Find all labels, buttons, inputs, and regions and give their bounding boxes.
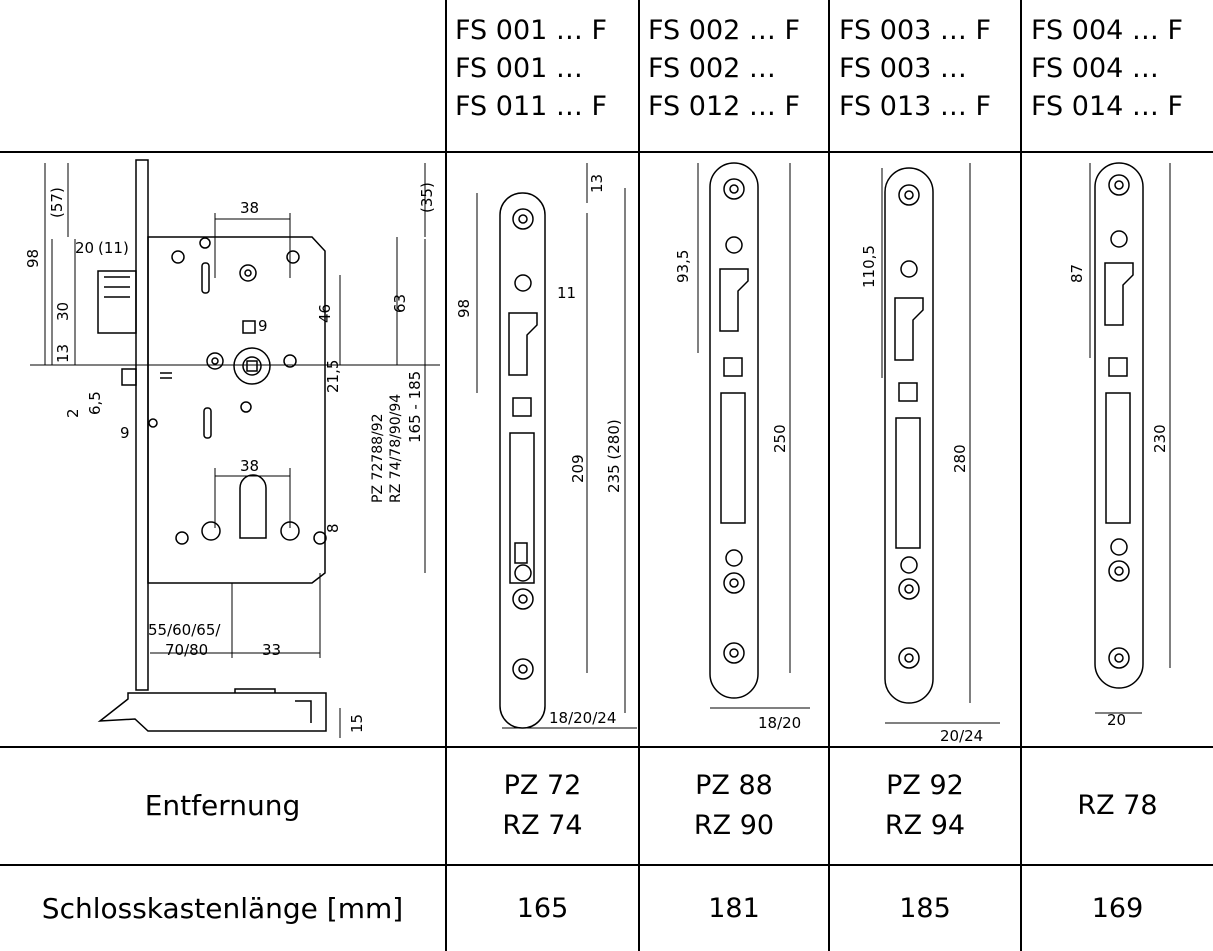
header-col-2: FS 002 … F FS 002 … FS 012 … F bbox=[648, 12, 828, 126]
header-line: FS 002 … bbox=[648, 53, 776, 84]
dim-from-top: 110,5 bbox=[860, 245, 878, 288]
dim-inner: 209 bbox=[569, 454, 587, 483]
header-line: FS 002 … F bbox=[648, 15, 801, 46]
dim-55: 55/60/65/ bbox=[148, 621, 221, 639]
entfernung-value: RZ 90 bbox=[693, 810, 775, 841]
laenge-col-3: 185 bbox=[899, 892, 951, 924]
strike-plate-drawing-4: 87 230 20 bbox=[1068, 162, 1171, 729]
header-col-1: FS 001 … F FS 001 … FS 011 … F bbox=[455, 12, 635, 126]
strike-plate-outline bbox=[884, 167, 934, 704]
entfernung-col-2: PZ 88 RZ 90 bbox=[640, 748, 828, 864]
header-line: FS 012 … F bbox=[648, 91, 801, 122]
dim-21-5: 21,5 bbox=[324, 360, 342, 393]
dim-from-top: 93,5 bbox=[674, 250, 692, 283]
header-line: FS 011 … F bbox=[455, 91, 608, 122]
dim-width: 18/20/24 bbox=[549, 709, 616, 727]
dim-top: 13 bbox=[588, 174, 606, 193]
header-col-3: FS 003 … F FS 003 … FS 013 … F bbox=[839, 12, 1019, 126]
dim-6-5: 6,5 bbox=[86, 391, 104, 415]
dim-square-9: 9 bbox=[258, 317, 268, 335]
dim-from-top: 98 bbox=[455, 299, 473, 318]
entfernung-col-4: RZ 78 bbox=[1022, 748, 1213, 864]
grid-hline-header bbox=[0, 151, 1213, 153]
grid-vline-2 bbox=[638, 0, 640, 951]
dim-38-top: 38 bbox=[240, 199, 259, 217]
laenge-col-4: 169 bbox=[1091, 892, 1144, 924]
lock-case-drawing: 98 (57) 20 (11) 30 13 2 6,5 9 38 9 46 21… bbox=[24, 159, 440, 738]
header-line: FS 003 … bbox=[839, 53, 967, 84]
dim-width: 20/24 bbox=[940, 727, 983, 745]
grid-vline-3 bbox=[828, 0, 830, 951]
dim-70: 70/80 bbox=[165, 641, 208, 659]
dim-pz: PZ 72788/92 bbox=[370, 413, 386, 503]
header-line: FS 004 … bbox=[1031, 53, 1159, 84]
dim-33: 33 bbox=[262, 641, 281, 659]
dim-side: 11 bbox=[557, 284, 576, 302]
dim-width: 18/20 bbox=[758, 714, 801, 732]
strike-plate-outline bbox=[709, 162, 759, 699]
dim-20: 20 bbox=[75, 239, 94, 257]
grid-vline-1 bbox=[445, 0, 447, 951]
entfernung-col-1: PZ 72 RZ 74 bbox=[447, 748, 638, 864]
entfernung-label: Entfernung bbox=[144, 789, 301, 822]
dim-35: (35) bbox=[418, 182, 436, 213]
dim-13: 13 bbox=[54, 344, 72, 363]
header-line: FS 014 … F bbox=[1031, 91, 1184, 122]
dim-rz: RZ 74/78/90/94 bbox=[388, 394, 404, 503]
strike-plate-drawing-1: 13 98 11 209 235 (280) 18/20/24 bbox=[455, 163, 637, 729]
header-line: FS 003 … F bbox=[839, 15, 992, 46]
dim-total: 230 bbox=[1151, 424, 1169, 453]
dim-total: 235 (280) bbox=[605, 419, 623, 493]
entfernung-value: PZ 92 bbox=[886, 770, 964, 801]
header-line: FS 001 … F bbox=[455, 15, 608, 46]
dim-15: 15 bbox=[348, 714, 366, 733]
laenge-label: Schlosskastenlänge [mm] bbox=[41, 891, 404, 925]
dim-8: 8 bbox=[324, 523, 342, 533]
lock-faceplate bbox=[135, 159, 149, 691]
header-line: FS 004 … F bbox=[1031, 15, 1184, 46]
dim-width: 20 bbox=[1107, 711, 1126, 729]
dim-165-185: 165 - 185 bbox=[406, 371, 424, 443]
grid-vline-4 bbox=[1020, 0, 1022, 951]
laenge-col-2: 181 bbox=[708, 892, 760, 924]
dim-57: (57) bbox=[48, 187, 66, 218]
dim-98: 98 bbox=[24, 249, 42, 268]
strike-plate-outline bbox=[499, 192, 546, 729]
dim-2: 2 bbox=[64, 408, 82, 418]
header-col-4: FS 004 … F FS 004 … FS 014 … F bbox=[1031, 12, 1211, 126]
dim-total: 250 bbox=[771, 424, 789, 453]
entfernung-value: PZ 88 bbox=[695, 770, 773, 801]
entfernung-col-3: PZ 92 RZ 94 bbox=[830, 748, 1020, 864]
header-line: FS 001 … bbox=[455, 53, 583, 84]
strike-plate-drawing-3: 110,5 280 20/24 bbox=[860, 163, 1000, 745]
entfernung-value: RZ 74 bbox=[502, 810, 583, 841]
dim-11: (11) bbox=[98, 239, 129, 257]
dim-46: 46 bbox=[316, 304, 334, 323]
dim-9: 9 bbox=[120, 424, 130, 442]
strike-plate-outline bbox=[1094, 162, 1144, 689]
grid-hline-drawings bbox=[0, 746, 1213, 748]
grid-hline-entfernung bbox=[0, 864, 1213, 866]
entfernung-value: PZ 72 bbox=[503, 770, 582, 801]
dim-30: 30 bbox=[54, 302, 72, 321]
dim-from-top: 87 bbox=[1068, 264, 1086, 283]
dim-63: 63 bbox=[391, 294, 409, 313]
entfernung-value: RZ 94 bbox=[884, 810, 966, 841]
dim-total: 280 bbox=[951, 444, 969, 473]
strike-plate-drawing-2: 93,5 250 18/20 bbox=[674, 162, 810, 732]
header-line: FS 013 … F bbox=[839, 91, 992, 122]
dim-38-bottom: 38 bbox=[240, 457, 259, 475]
laenge-col-1: 165 bbox=[516, 892, 569, 924]
entfernung-value: RZ 78 bbox=[1077, 790, 1158, 821]
